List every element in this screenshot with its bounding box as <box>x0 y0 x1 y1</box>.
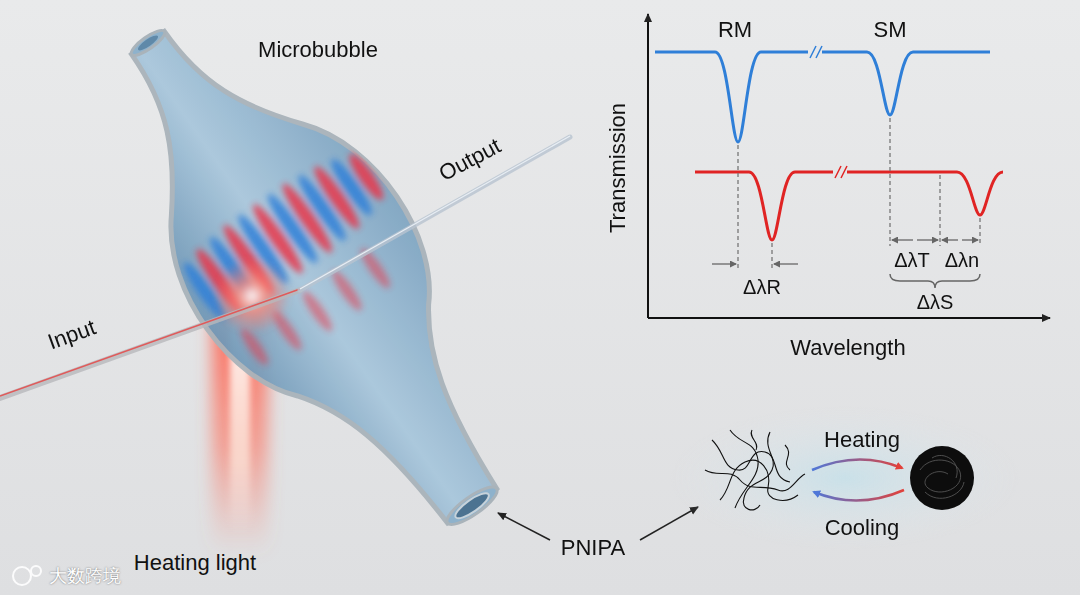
fiber-input <box>0 290 300 398</box>
port-label: Input <box>45 315 99 354</box>
mode-label: SM <box>874 18 907 42</box>
axis-line <box>647 14 649 318</box>
guide-line <box>771 243 772 268</box>
shift-arrow <box>774 263 798 264</box>
cooling-arrow <box>814 490 904 501</box>
leader-line <box>498 513 550 540</box>
polymer-transition <box>670 406 1020 550</box>
mode-label: RM <box>718 18 752 42</box>
axis-break <box>835 166 847 178</box>
process-label: Heating <box>824 428 900 452</box>
glow-backdrop <box>670 406 1020 550</box>
watermark-logo <box>13 566 41 585</box>
spectrum-after <box>695 172 1003 240</box>
tube-opening <box>442 481 501 530</box>
leader-line <box>640 507 698 540</box>
tapered-fiber <box>0 136 570 398</box>
mode-lobe <box>299 288 336 334</box>
polymer-chain <box>743 432 773 510</box>
shift-arrow <box>942 239 958 240</box>
shift-label: ΔλS <box>917 291 954 313</box>
shift-arrow <box>712 263 736 264</box>
shift-label: ΔλT <box>894 249 930 271</box>
shift-arrow <box>892 239 913 240</box>
polymer-chain <box>751 430 790 470</box>
polymer-chain <box>720 460 798 500</box>
shift-label: Δλn <box>945 249 979 271</box>
spectrum-chart <box>648 14 1050 318</box>
guide-line <box>889 118 890 246</box>
shift-label: ΔλR <box>743 276 781 298</box>
axis-line <box>648 317 1050 319</box>
tube-bore <box>136 33 160 52</box>
mode-lobe <box>345 150 389 204</box>
watermark: 大数跨境 <box>49 567 121 587</box>
tube-opening <box>128 27 168 60</box>
mode-pattern <box>174 139 433 382</box>
shift-arrow <box>962 239 978 240</box>
extended-chains <box>705 430 805 510</box>
tube-bore <box>452 489 492 522</box>
fiber-light <box>300 136 570 289</box>
logo-ring <box>31 566 41 576</box>
process-label: Cooling <box>825 516 900 540</box>
part-label: Heating light <box>134 551 256 575</box>
microbubble <box>50 0 572 579</box>
part-label: Microbubble <box>258 38 378 62</box>
spectrum-before <box>655 52 990 142</box>
axis-label: Wavelength <box>790 336 905 360</box>
globule-texture <box>920 455 964 498</box>
shift-arrow <box>917 239 938 240</box>
material-label: PNIPA <box>561 536 625 560</box>
axis-break <box>810 46 822 58</box>
polymer-chain <box>705 470 805 491</box>
fiber-light <box>0 289 300 396</box>
mode-lobe <box>328 267 365 313</box>
fiber-output <box>300 137 570 290</box>
guide-line <box>939 175 940 246</box>
collapsed-globule <box>910 446 974 510</box>
heating-arrow <box>812 459 902 470</box>
guide-line <box>979 218 980 246</box>
polymer-chain <box>925 455 964 498</box>
polymer-chain <box>920 460 961 492</box>
bracket <box>890 274 980 288</box>
guide-lines <box>738 118 980 268</box>
logo-ring <box>13 567 31 585</box>
guide-line <box>737 145 738 268</box>
axis-label: Transmission <box>606 103 630 233</box>
